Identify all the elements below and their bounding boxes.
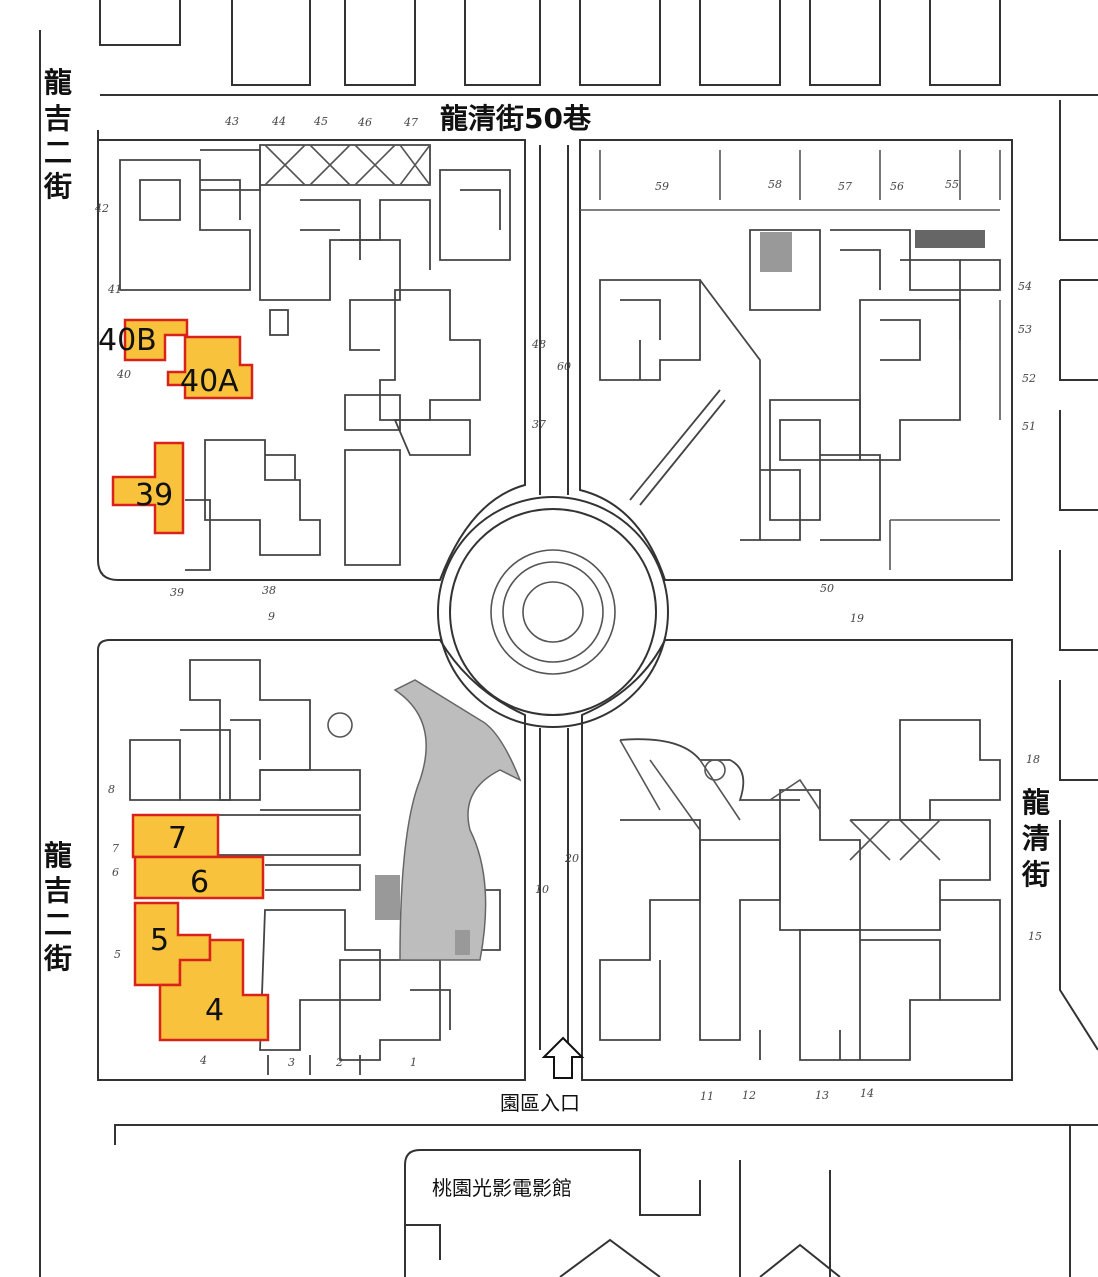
svg-text:3: 3 xyxy=(288,1056,295,1069)
svg-text:龍: 龍 xyxy=(44,839,72,872)
label-6: 6 xyxy=(190,865,209,900)
svg-text:43: 43 xyxy=(224,115,239,128)
svg-text:52: 52 xyxy=(1022,372,1036,385)
svg-text:龍: 龍 xyxy=(44,66,72,99)
plaza xyxy=(375,679,522,961)
svg-text:50: 50 xyxy=(820,582,834,595)
svg-text:38: 38 xyxy=(262,584,276,597)
svg-text:12: 12 xyxy=(742,1089,756,1102)
svg-text:二: 二 xyxy=(44,136,72,169)
roads xyxy=(39,0,1098,1277)
svg-text:龍: 龍 xyxy=(1022,786,1050,819)
svg-text:4: 4 xyxy=(199,1054,207,1067)
svg-text:街: 街 xyxy=(43,942,72,975)
svg-text:吉: 吉 xyxy=(44,102,72,135)
street-west-bottom: 龍 吉 二 街 xyxy=(43,839,72,975)
svg-text:41: 41 xyxy=(107,283,122,296)
unit-40B[interactable] xyxy=(123,318,189,362)
label-4: 4 xyxy=(205,993,224,1028)
svg-text:街: 街 xyxy=(1021,858,1050,891)
svg-text:1: 1 xyxy=(410,1056,417,1069)
svg-text:19: 19 xyxy=(850,612,864,625)
svg-text:44: 44 xyxy=(271,115,286,128)
unit-6[interactable] xyxy=(133,855,265,900)
svg-text:13: 13 xyxy=(815,1089,829,1102)
svg-text:54: 54 xyxy=(1018,280,1032,293)
svg-text:40: 40 xyxy=(116,368,131,381)
entrance-label: 園區入口 xyxy=(500,1091,580,1115)
entrance-arrow-icon xyxy=(541,1036,585,1079)
svg-text:42: 42 xyxy=(94,202,109,215)
svg-text:8: 8 xyxy=(108,783,115,796)
label-40B: 40B xyxy=(98,323,157,358)
svg-text:街: 街 xyxy=(43,170,72,203)
svg-text:53: 53 xyxy=(1018,323,1032,336)
svg-text:56: 56 xyxy=(890,180,904,193)
street-west-top: 龍 吉 二 街 xyxy=(43,66,72,203)
svg-text:14: 14 xyxy=(860,1087,874,1100)
svg-text:37: 37 xyxy=(532,418,546,431)
unit-39[interactable] xyxy=(111,441,185,535)
svg-text:39: 39 xyxy=(170,586,184,599)
svg-text:57: 57 xyxy=(838,180,852,193)
svg-text:47: 47 xyxy=(403,116,418,129)
svg-text:58: 58 xyxy=(768,178,782,191)
buildings-nw xyxy=(119,144,511,571)
svg-text:清: 清 xyxy=(1022,822,1050,855)
svg-text:15: 15 xyxy=(1028,930,1042,943)
buildings-se xyxy=(599,719,1001,1061)
label-40A: 40A xyxy=(180,364,239,399)
svg-text:51: 51 xyxy=(1022,420,1036,433)
lot-numbers: 43 44 45 46 47 59 58 57 56 55 42 41 40 5… xyxy=(94,115,1042,1103)
svg-text:45: 45 xyxy=(313,115,328,128)
svg-text:2: 2 xyxy=(335,1056,343,1069)
city-blocks xyxy=(97,130,1013,1081)
cinema-label: 桃園光影電影館 xyxy=(432,1176,572,1200)
svg-text:二: 二 xyxy=(44,908,72,941)
label-7: 7 xyxy=(168,821,187,856)
unit-40A[interactable] xyxy=(166,335,254,400)
svg-text:6: 6 xyxy=(112,866,119,879)
svg-text:55: 55 xyxy=(945,178,959,191)
label-5: 5 xyxy=(150,923,169,958)
svg-text:20: 20 xyxy=(564,852,579,865)
svg-text:吉: 吉 xyxy=(44,874,72,907)
unit-labels: 40B 40A 39 7 6 5 4 xyxy=(98,323,239,1028)
street-north: 龍清街50巷 xyxy=(440,102,592,135)
svg-text:59: 59 xyxy=(655,180,669,193)
svg-text:10: 10 xyxy=(535,883,549,896)
svg-text:46: 46 xyxy=(357,116,372,129)
label-39: 39 xyxy=(135,478,173,513)
svg-text:60: 60 xyxy=(557,360,571,373)
svg-text:5: 5 xyxy=(114,948,121,961)
highlighted-units xyxy=(111,318,270,1042)
svg-text:7: 7 xyxy=(112,842,119,855)
svg-text:18: 18 xyxy=(1026,753,1040,766)
svg-text:11: 11 xyxy=(700,1090,714,1103)
buildings-ne xyxy=(599,229,1001,570)
street-east: 龍 清 街 xyxy=(1021,786,1050,891)
unit-4[interactable] xyxy=(158,938,270,1042)
svg-text:9: 9 xyxy=(268,610,275,623)
svg-text:48: 48 xyxy=(531,338,546,351)
